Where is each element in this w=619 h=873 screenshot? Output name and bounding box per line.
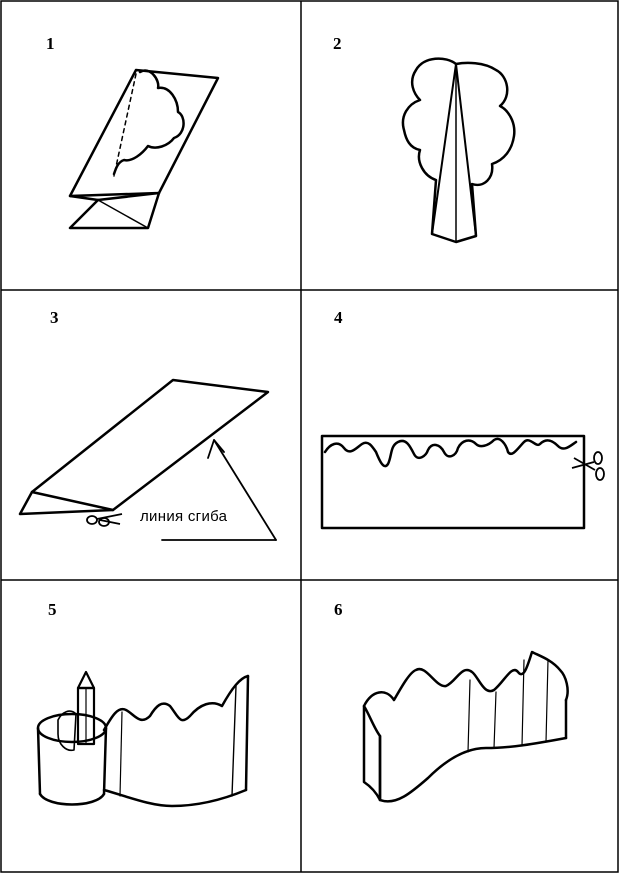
panel-number-5: 5 bbox=[48, 600, 57, 619]
panel-number-4: 4 bbox=[334, 308, 343, 327]
panel-5-drawing bbox=[38, 676, 248, 806]
panel-number-6: 6 bbox=[334, 600, 343, 619]
scissors-icon bbox=[572, 452, 604, 480]
panel-1-drawing bbox=[70, 70, 218, 228]
scissors-icon bbox=[87, 514, 122, 526]
panel-number-1: 1 bbox=[46, 34, 55, 53]
panel-4-drawing bbox=[322, 436, 584, 528]
panel-number-2: 2 bbox=[333, 34, 342, 53]
panel-6-drawing bbox=[364, 652, 568, 801]
panel-3-drawing bbox=[20, 380, 276, 540]
pencil-icon bbox=[58, 672, 94, 750]
panel-2-drawing bbox=[403, 59, 514, 242]
panel-number-3: 3 bbox=[50, 308, 59, 327]
fold-line-label: линия сгиба bbox=[140, 508, 228, 525]
